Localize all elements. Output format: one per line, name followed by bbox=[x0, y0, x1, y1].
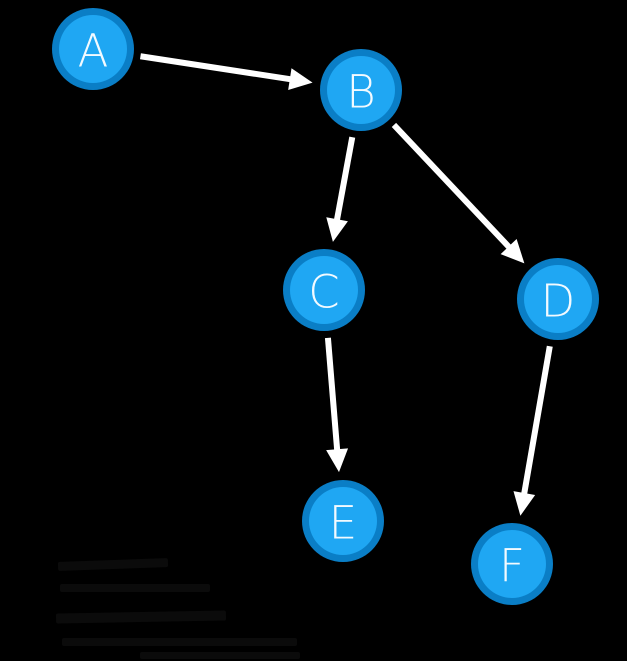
node-body bbox=[478, 530, 546, 598]
edge-line-D-F bbox=[521, 345, 553, 496]
edge-line-B-C bbox=[333, 136, 356, 222]
node-body bbox=[290, 256, 358, 324]
graph-node-C[interactable]: C bbox=[283, 249, 365, 331]
graph-node-A[interactable]: A bbox=[52, 8, 134, 90]
edge-line-B-D bbox=[391, 122, 513, 251]
node-body bbox=[327, 56, 395, 124]
edge-line-C-E bbox=[324, 337, 341, 452]
node-body bbox=[59, 15, 127, 83]
arrowhead-icon bbox=[326, 448, 349, 473]
edges-layer bbox=[139, 53, 553, 516]
background-smudge bbox=[62, 638, 297, 646]
arrowhead-icon bbox=[326, 217, 348, 242]
arrowhead-icon bbox=[288, 68, 313, 90]
graph-node-B[interactable]: B bbox=[320, 49, 402, 131]
node-body bbox=[524, 265, 592, 333]
node-body bbox=[309, 487, 377, 555]
background-smudge bbox=[140, 652, 300, 659]
edge-D-F bbox=[513, 345, 553, 516]
edge-line-A-B bbox=[139, 53, 293, 83]
graph-node-E[interactable]: E bbox=[302, 480, 384, 562]
edge-A-B bbox=[139, 53, 313, 90]
edge-B-D bbox=[391, 122, 525, 264]
background-smudge bbox=[60, 584, 210, 592]
nodes-layer: A B C D E F bbox=[52, 8, 599, 605]
arrowhead-icon bbox=[513, 491, 536, 516]
arrowhead-icon bbox=[500, 239, 525, 264]
edge-B-C bbox=[326, 136, 356, 242]
graph-node-D[interactable]: D bbox=[517, 258, 599, 340]
edge-C-E bbox=[324, 337, 349, 473]
graph-node-F[interactable]: F bbox=[471, 523, 553, 605]
